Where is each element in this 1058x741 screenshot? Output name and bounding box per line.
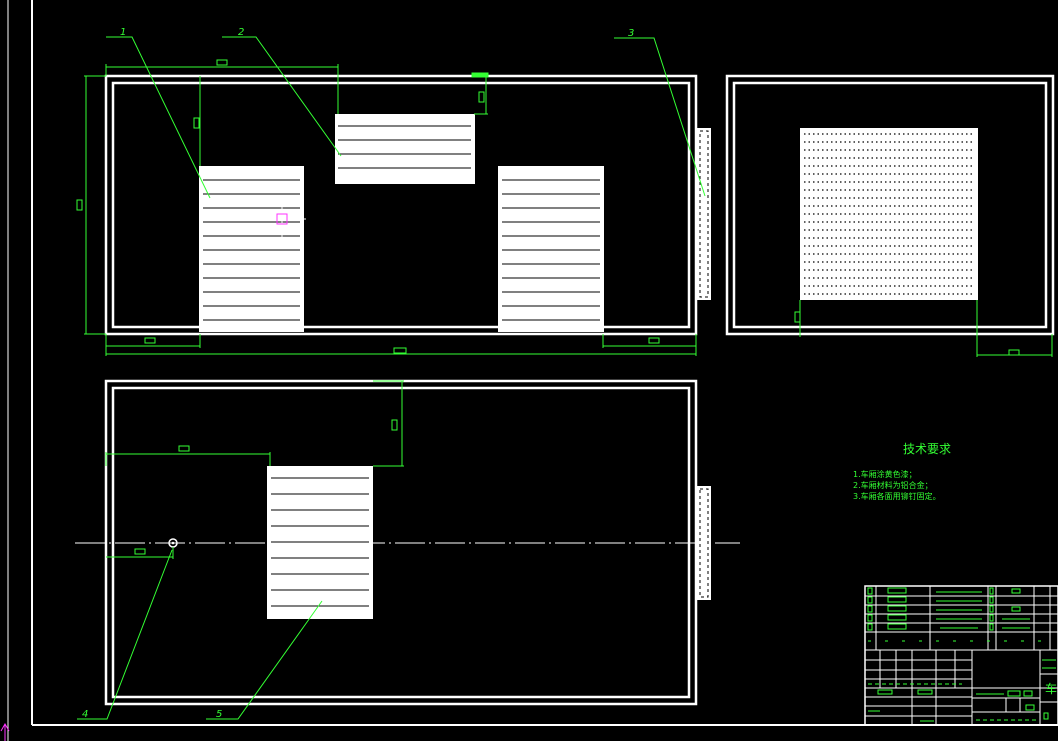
part-numbers: 1 2 3 4 5 <box>82 27 634 720</box>
dimensions-side <box>794 300 1053 357</box>
tech-requirements: 技术要求 1.车厢涂黄色漆； 2.车厢材料为铝合金； 3.车厢各面用铆钉固定。 <box>853 442 951 501</box>
part-label-2: 2 <box>238 27 244 38</box>
rivet-strip-front <box>697 128 711 300</box>
view-side[interactable] <box>725 74 1055 357</box>
drawing-frame <box>7 0 1058 741</box>
dimensions-top <box>105 380 404 559</box>
title-block[interactable]: 车 <box>864 585 1058 726</box>
tech-requirement-3: 3.车厢各面用铆钉固定。 <box>853 491 941 501</box>
part-label-3: 3 <box>628 28 634 39</box>
tech-requirements-title: 技术要求 <box>903 442 951 456</box>
perforated-panel[interactable] <box>800 128 978 300</box>
title-block-placeholders <box>868 659 1056 722</box>
crosshair-cursor <box>258 196 306 242</box>
view-front[interactable] <box>76 59 711 356</box>
title-block-glyph: 车 <box>1045 681 1057 696</box>
tech-requirement-1: 1.车厢涂黄色漆； <box>853 469 917 479</box>
part-label-1: 1 <box>120 27 126 38</box>
tech-requirement-2: 2.车厢材料为铝合金； <box>853 480 933 490</box>
parts-list-placeholders <box>867 587 1048 642</box>
panel-right[interactable] <box>498 166 604 332</box>
leader-lines <box>77 36 706 720</box>
part-label-4: 4 <box>82 709 88 720</box>
panel-left[interactable] <box>199 166 304 332</box>
panel-top-center[interactable] <box>335 114 475 184</box>
title-block-grid <box>865 650 1058 725</box>
ucs-axis-icon <box>0 722 10 741</box>
dimensions-front <box>76 59 697 356</box>
part-label-5: 5 <box>216 709 222 720</box>
parts-list-table <box>865 586 1058 651</box>
view-top[interactable] <box>75 379 740 706</box>
